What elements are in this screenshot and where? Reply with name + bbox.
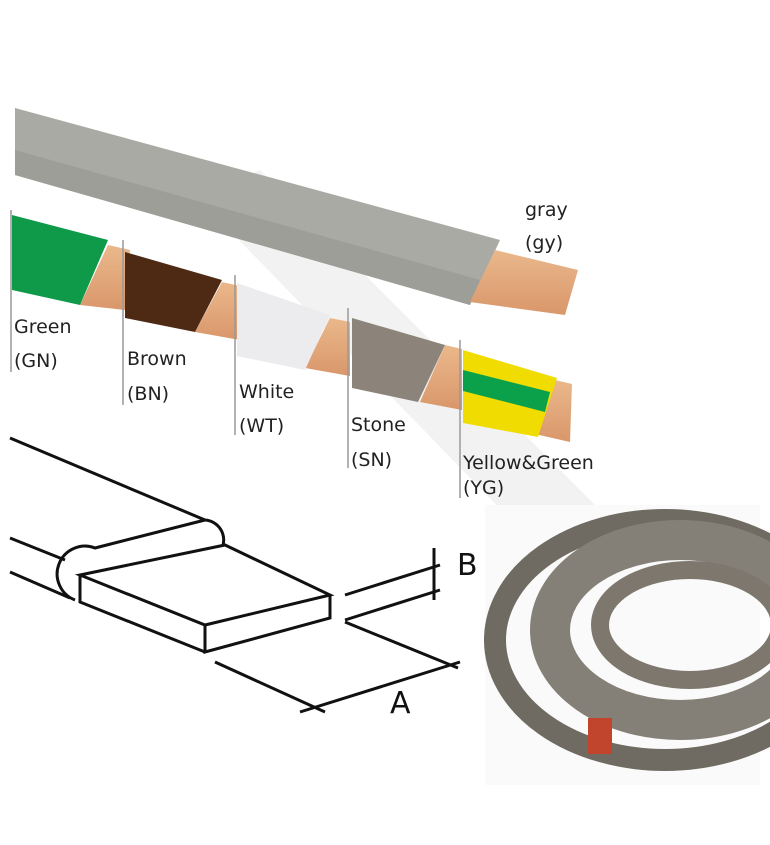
brown-strip <box>125 252 240 340</box>
label-lines <box>10 210 461 498</box>
label-stone: Stone <box>351 414 406 436</box>
label-yellow-green: Yellow&Green <box>463 452 594 474</box>
label-gray: gray <box>525 199 568 221</box>
copper-end <box>588 718 612 754</box>
copper-core <box>470 250 578 315</box>
dimension-a-label: A <box>390 686 411 721</box>
code-gray: (gy) <box>525 232 564 254</box>
code-stone: (SN) <box>351 449 393 471</box>
coil-photo <box>484 505 770 785</box>
label-green: Green <box>14 316 72 338</box>
code-white: (WT) <box>239 415 285 437</box>
code-green: (GN) <box>14 350 58 372</box>
dimension-b-label: B <box>457 548 478 583</box>
stone-strip <box>352 318 462 410</box>
white-strip <box>237 283 350 376</box>
label-brown: Brown <box>127 348 187 370</box>
green-strip <box>12 215 130 310</box>
dimension-drawing <box>9 436 461 714</box>
code-yellow-green: (YG) <box>463 477 505 499</box>
code-brown: (BN) <box>127 383 170 405</box>
label-white: White <box>239 381 295 403</box>
yellow-green-strip <box>463 350 572 442</box>
gray-strip <box>15 108 578 315</box>
